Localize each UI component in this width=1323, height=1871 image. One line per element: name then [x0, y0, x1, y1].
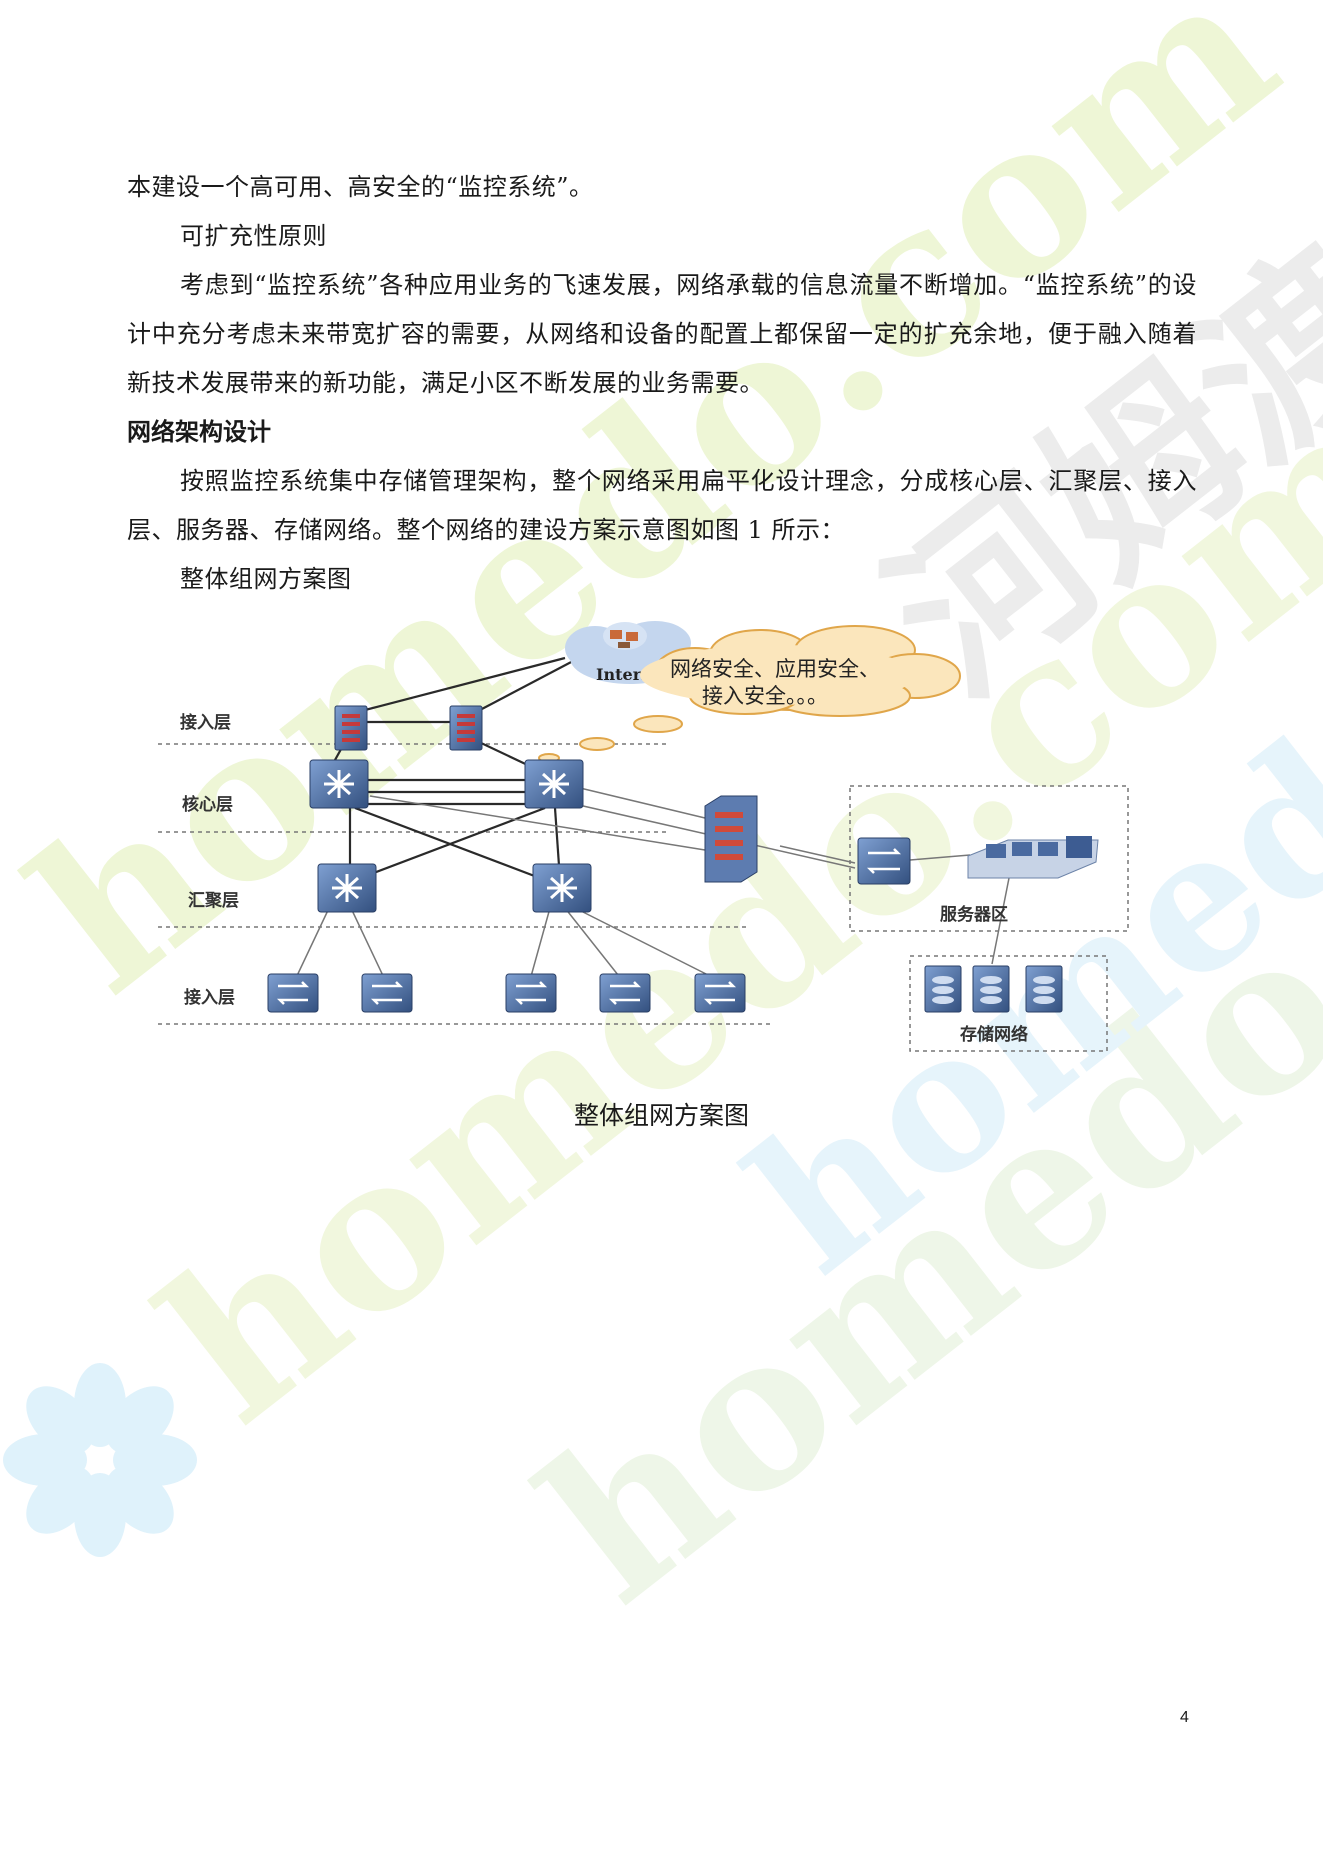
core-switch-icon: [309, 759, 369, 809]
server-zone-label: 服务器区: [940, 904, 1008, 925]
access-switch-icon: [599, 973, 651, 1013]
access-switch-icon: [505, 973, 557, 1013]
section-heading: 网络架构设计: [127, 418, 271, 446]
layer-label-top-access: 接入层: [180, 712, 231, 733]
server-switch-icon: [857, 837, 911, 885]
core-switch-icon: [524, 759, 584, 809]
firewall-icon: [449, 705, 483, 751]
server-zone-box: [849, 785, 1129, 932]
internet-cloud: Internet: [565, 621, 691, 684]
figure-caption: 整体组网方案图: [573, 1101, 749, 1130]
layer-label-core: 核心层: [182, 794, 233, 815]
aggregation-switch-icon: [532, 863, 592, 913]
security-cloud-line-2: 接入安全。。。: [702, 684, 828, 708]
central-firewall-icon: [704, 795, 758, 883]
access-switch-icon: [361, 973, 413, 1013]
access-switch-icon: [694, 973, 746, 1013]
aggregation-switch-icon: [317, 863, 377, 913]
firewall-icon: [334, 705, 368, 751]
server-rack-icon: [967, 836, 1099, 879]
paragraph-5: 整体组网方案图: [180, 565, 352, 593]
storage-array-icon: [924, 965, 962, 1013]
paragraph-2: 可扩充性原则: [180, 222, 327, 250]
layer-label-bottom-access: 接入层: [184, 987, 235, 1008]
security-cloud: [538, 625, 961, 763]
storage-box: [909, 955, 1108, 1052]
storage-label: 存储网络: [960, 1024, 1028, 1045]
storage-array-icon: [972, 965, 1010, 1013]
paragraph-3: 考虑到“监控系统”各种应用业务的飞速发展，网络承载的信息流量不断增加。“监控系统…: [127, 271, 1197, 397]
layer-separators: [158, 743, 770, 1025]
storage-array-icon: [1025, 965, 1063, 1013]
network-diagram: 接入层 核心层 汇聚层 接入层: [158, 621, 1129, 1052]
page-number: 4: [1180, 1709, 1189, 1726]
security-cloud-line-1: 网络安全、应用安全、: [670, 657, 880, 681]
layer-label-aggregation: 汇聚层: [188, 891, 239, 911]
uplink-lines: [294, 787, 1011, 981]
paragraph-1: 本建设一个高可用、高安全的“监控系统”。: [127, 173, 594, 201]
internet-computers-icon: [610, 630, 638, 648]
access-switch-icon: [267, 973, 319, 1013]
paragraph-4: 按照监控系统集中存储管理架构，整个网络采用扁平化设计理念，分成核心层、汇聚层、接…: [127, 467, 1197, 544]
